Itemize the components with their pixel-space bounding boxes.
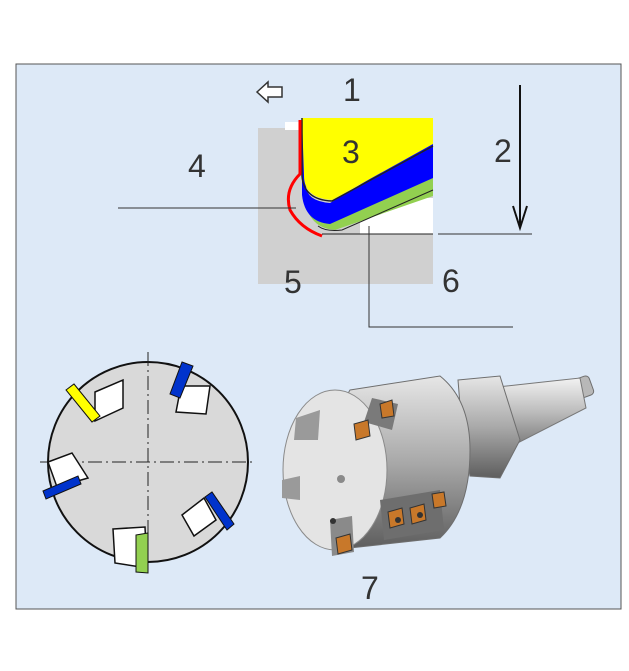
label-7: 7 [361,570,379,606]
clamp-screw [330,518,336,524]
insert-pocket [175,385,211,415]
clamp-screw [417,512,423,518]
insert-orange [379,399,395,419]
insert-blue [169,361,194,399]
label-1: 1 [343,72,361,108]
down-arrow-icon [512,85,528,232]
machined-area-top [285,122,302,130]
label-2: 2 [494,133,512,169]
red-cutting-edge [286,120,323,238]
insert-blue [42,475,82,500]
cutter-face-view [40,352,256,574]
label-5: 5 [284,264,302,300]
label-4: 4 [188,148,206,184]
cutting-edge-section [118,118,532,328]
insert-orange [353,419,371,441]
insert-pocket [181,496,217,538]
tool-flute [294,410,320,440]
tool-flute [282,476,300,500]
insert-green [135,532,149,574]
insert-outline [301,118,434,202]
reference-line-bottom [368,226,513,328]
clamp-screw [395,517,401,523]
left-arrow-icon [255,80,283,104]
insert-outline-lower [317,189,434,231]
insert-yellow [65,383,101,423]
label-3: 3 [342,134,360,170]
yellow-insert-body [302,118,433,200]
tool-center-hole [337,475,345,483]
insert-blue [204,491,235,531]
insert-orange [431,491,447,509]
label-6: 6 [442,263,460,299]
green-coating-layer [305,120,433,230]
insert-orange [335,533,353,555]
milling-cutter-3d [282,375,595,556]
blue-coating-layer [302,120,433,224]
